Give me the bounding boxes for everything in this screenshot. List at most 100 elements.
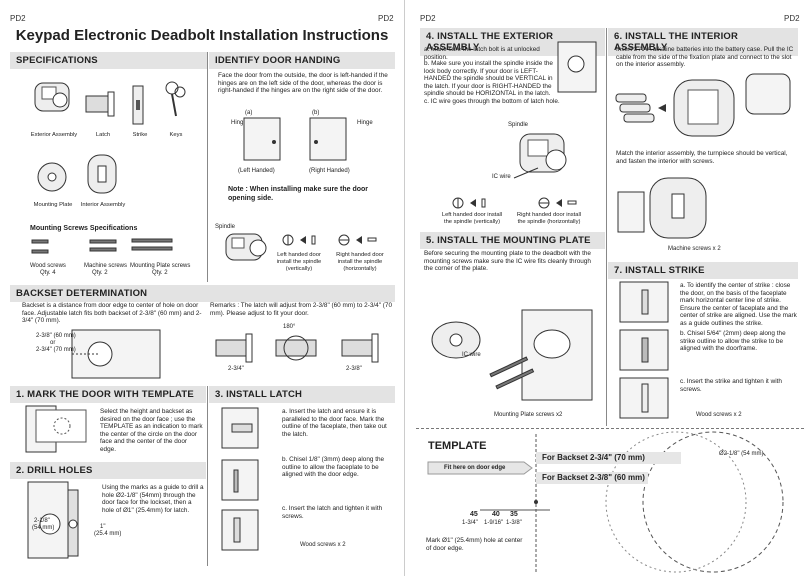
figure-a-label: (a)	[245, 110, 253, 116]
page-title: Keypad Electronic Deadbolt Installation …	[15, 27, 389, 44]
latch-drawing	[85, 91, 115, 117]
drill-text: Using the marks as a guide to drill a ho…	[102, 484, 204, 514]
spindle-deadbolt-drawing	[225, 233, 267, 261]
hinge-label: Hinge	[231, 120, 247, 126]
latch-heading: 3. INSTALL LATCH	[209, 386, 395, 403]
part-label: Strike	[132, 132, 148, 138]
spindle-label: Spindle	[215, 224, 236, 230]
interior-text-1: Insert 3 AAA alkaline batteries into the…	[616, 46, 794, 69]
figure-b-label: (b)	[312, 110, 320, 116]
drill-door-drawing	[27, 481, 79, 559]
latch-screws: Wood screws x 2	[300, 542, 346, 548]
interior-screws: Machine screws x 2	[668, 246, 721, 252]
mounting-plate-drawing	[431, 309, 593, 401]
latch-steps-drawing	[221, 407, 259, 551]
interior-fasten-drawing	[617, 177, 707, 239]
drill-dim-2: 1"	[100, 524, 106, 530]
part-label: Mounting Plate	[33, 202, 73, 208]
drill-dim-1: 2-1/8"	[34, 518, 50, 524]
handing-text: Face the door from the outside, the door…	[218, 72, 388, 95]
backset-70-bar: For Backset 2-3/4" (70 mm)	[536, 452, 681, 464]
in-40: 1-9/16"	[484, 520, 504, 526]
strike-heading: 7. INSTALL STRIKE	[608, 262, 798, 279]
interior-heading: 6. INSTALL THE INTERIOR ASSEMBLY	[608, 28, 798, 56]
screw-qty: Qty. 4	[40, 270, 56, 276]
keys-drawing	[165, 81, 186, 117]
mark-text: Select the height and backset as desired…	[100, 408, 203, 453]
battery-drawing	[615, 73, 791, 137]
strike-drawing	[132, 85, 144, 125]
latch-step-b: b. Chisel 1/8" (3mm) deep along the outl…	[282, 456, 385, 479]
page-gutter	[404, 0, 405, 576]
part-label: Exterior Assembly	[30, 132, 78, 138]
screws-drawing	[31, 238, 173, 254]
mm-40: 40	[492, 511, 500, 518]
ic-wire-label: IC wire	[492, 174, 511, 180]
mounting-heading: 5. INSTALL THE MOUNTING PLATE	[420, 232, 605, 249]
page-code: PD2	[10, 14, 26, 23]
page-code-right: PD2	[784, 14, 800, 23]
rotate-degree: 180°	[283, 324, 296, 330]
template-drawing	[427, 431, 784, 574]
strike-screws: Wood screws x 2	[696, 412, 742, 418]
spindle-label: Spindle	[508, 122, 529, 128]
dim-60: 2-3/8"	[346, 366, 362, 372]
template-mark-text: Mark Ø1" (25.4mm) hole at center of door…	[426, 537, 523, 552]
strike-step-a: a. To identify the center of strike : cl…	[680, 282, 797, 327]
backset-60-bar: For Backset 2-3/8" (60 mm)	[536, 472, 648, 484]
screw-name: Wood screws	[30, 263, 66, 269]
right-spindle-caption: Right handed door install the spindle (h…	[336, 252, 384, 272]
latch-door-drawing	[557, 41, 597, 93]
screw-name: Machine screws	[84, 263, 128, 269]
exterior-step-a: a. Make sure the latch bolt is at unlock…	[424, 46, 540, 61]
interior-text-2: Match the interior assembly, the turnpie…	[616, 150, 788, 165]
latch-adjust-drawing	[215, 333, 379, 363]
drill-dim-2b: (25.4 mm)	[94, 531, 122, 537]
right-handed-caption: (Right Handed)	[309, 168, 350, 174]
drill-heading: 2. DRILL HOLES	[10, 462, 206, 479]
exterior-assembly-drawing	[513, 133, 567, 179]
screw-qty: Qty. 2	[92, 270, 108, 276]
column-divider	[606, 28, 607, 262]
left-spindle-caption: Left handed door install the spindle (ve…	[276, 252, 322, 272]
left-page: PD2 PD2 Keypad Electronic Deadbolt Insta…	[10, 14, 395, 566]
backset-60: 2-3/8" (60 mm)	[36, 333, 76, 339]
screw-qty: Qty. 2	[152, 270, 168, 276]
mark-door-drawing	[25, 405, 87, 453]
specifications-heading: SPECIFICATIONS	[10, 52, 207, 69]
fit-label: Fit here on door edge	[444, 465, 506, 471]
left-handed-caption: (Left Handed)	[238, 168, 275, 174]
in-45: 1-3/4"	[462, 520, 478, 526]
column-divider	[207, 52, 208, 282]
strike-step-c: c. Insert the strike and tighten it with…	[680, 378, 782, 393]
backset-drawing	[71, 329, 161, 379]
part-label: Keys	[169, 132, 183, 138]
mounting-text: Before securing the mounting plate to th…	[424, 250, 591, 273]
right-spindle-caption: Right handed door install the spindle (h…	[516, 212, 582, 225]
backset-or: or	[50, 340, 56, 346]
handing-heading: IDENTIFY DOOR HANDING	[209, 52, 395, 69]
right-page: PD2 PD2 4. INSTALL THE EXTERIOR ASSEMBLY…	[404, 0, 808, 576]
column-divider	[606, 262, 607, 426]
template-cut-line	[416, 428, 804, 429]
template-heading: TEMPLATE	[428, 440, 487, 452]
hinge-label: Hinge	[357, 120, 373, 126]
spindle-orientation-icons	[282, 234, 377, 246]
left-spindle-caption: Left handed door install the spindle (ve…	[441, 212, 503, 225]
interior-assembly-drawing	[87, 154, 117, 194]
drill-dim-1b: (54 mm)	[32, 525, 55, 531]
column-divider	[207, 386, 208, 566]
strike-step-b: b. Chisel 5/64" (2mm) deep along the str…	[680, 330, 786, 353]
page-code: PD2	[420, 14, 436, 23]
exterior-assembly-drawing	[34, 82, 70, 112]
backset-70: 2-3/4" (70 mm)	[36, 347, 76, 353]
dim-70: 2-3/4"	[228, 366, 244, 372]
page-code-right: PD2	[378, 14, 394, 23]
part-label: Latch	[95, 132, 111, 138]
backset-text: Backset is a distance from door edge to …	[22, 302, 202, 325]
latch-step-c: c. Insert the latch and tighten it with …	[282, 505, 383, 520]
in-35: 1-3/8"	[506, 520, 522, 526]
screw-name: Mounting Plate screws	[130, 263, 191, 269]
spindle-orientation-icons	[452, 197, 577, 209]
exterior-step-b: b. Make sure you install the spindle ins…	[424, 60, 553, 98]
